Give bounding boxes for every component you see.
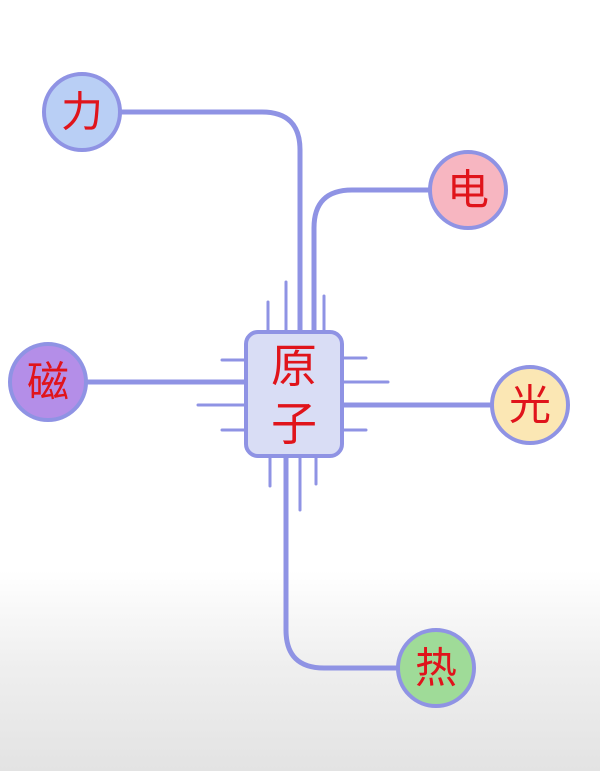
node-electricity-circle bbox=[428, 150, 508, 230]
chip-pins bbox=[196, 280, 390, 512]
line-heat bbox=[283, 453, 401, 671]
node-force: 力 bbox=[42, 72, 122, 152]
center-label-top: 原 bbox=[271, 339, 317, 393]
node-magnetism-label: 磁 bbox=[27, 358, 69, 407]
line-force bbox=[117, 109, 303, 335]
node-magnetism-circle bbox=[8, 342, 88, 422]
node-heat: 热 bbox=[396, 628, 476, 708]
chip-body bbox=[244, 330, 344, 458]
node-light: 光 bbox=[490, 365, 570, 445]
node-heat-label: 热 bbox=[415, 644, 457, 693]
line-electricity bbox=[311, 187, 435, 335]
node-electricity-label: 电 bbox=[447, 166, 489, 215]
center-chip: 原 子 bbox=[244, 330, 344, 458]
connector-lines bbox=[83, 109, 497, 671]
node-light-label: 光 bbox=[509, 381, 551, 430]
node-electricity: 电 bbox=[428, 150, 508, 230]
node-magnetism: 磁 bbox=[8, 342, 88, 422]
center-label-bottom: 子 bbox=[271, 397, 317, 451]
node-force-circle bbox=[42, 72, 122, 152]
node-force-label: 力 bbox=[61, 88, 103, 137]
node-light-circle bbox=[490, 365, 570, 445]
node-heat-circle bbox=[396, 628, 476, 708]
